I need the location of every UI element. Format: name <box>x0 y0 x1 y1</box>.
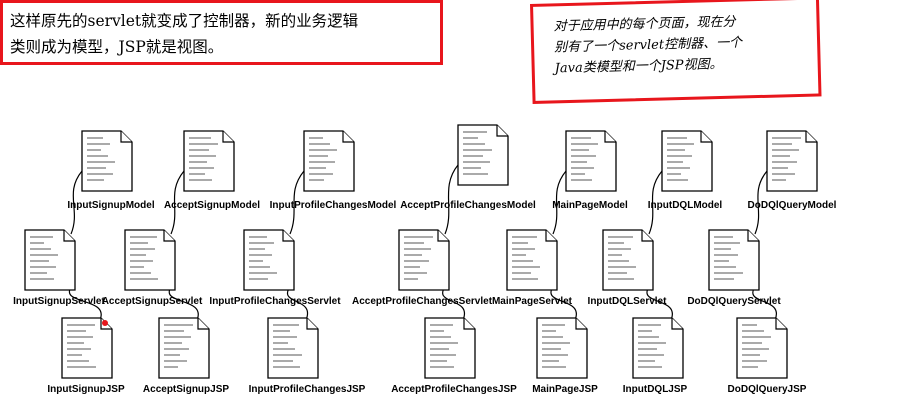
servlet-label: AcceptSignupServlet <box>102 296 203 307</box>
red-marker-dot <box>102 320 108 326</box>
servlet-label: DoDQlQueryServlet <box>687 296 781 307</box>
model-doc <box>565 130 617 192</box>
model-label: MainPageModel <box>552 200 628 211</box>
servlet-model-connector <box>552 170 567 235</box>
jsp-label: InputSignupJSP <box>47 384 125 395</box>
jsp-doc <box>61 317 113 379</box>
jsp-doc <box>267 317 319 379</box>
servlet-label: MainPageServlet <box>492 296 573 307</box>
jsp-doc <box>632 317 684 379</box>
jsp-doc <box>536 317 588 379</box>
servlet-model-connector <box>444 164 459 235</box>
servlet-model-connector <box>170 170 185 235</box>
servlet-label: InputSignupServlet <box>13 296 105 307</box>
servlet-doc <box>602 229 654 291</box>
model-doc <box>661 130 713 192</box>
servlet-doc <box>124 229 176 291</box>
servlet-label: InputProfileChangesServlet <box>209 296 341 307</box>
servlet-doc <box>24 229 76 291</box>
servlet-label: InputDQLServlet <box>588 296 668 307</box>
servlet-doc <box>506 229 558 291</box>
model-label: AcceptSignupModel <box>164 200 260 211</box>
servlet-label: AcceptProfileChangesServlet <box>352 296 493 307</box>
jsp-label: InputDQLJSP <box>623 384 688 395</box>
servlet-doc <box>243 229 295 291</box>
model-doc <box>457 124 509 186</box>
jsp-label: AcceptProfileChangesJSP <box>391 384 517 395</box>
jsp-label: MainPageJSP <box>532 384 598 395</box>
servlet-model-connector <box>754 170 768 235</box>
jsp-label: DoDQlQueryJSP <box>728 384 807 395</box>
jsp-doc <box>158 317 210 379</box>
servlet-model-connector <box>70 170 83 235</box>
jsp-label: InputProfileChangesJSP <box>249 384 366 395</box>
model-doc <box>303 130 355 192</box>
jsp-doc <box>424 317 476 379</box>
servlet-model-connector <box>289 170 305 235</box>
model-label: AcceptProfileChangesModel <box>400 200 536 211</box>
jsp-label: AcceptSignupJSP <box>143 384 229 395</box>
jsp-doc <box>736 317 788 379</box>
model-doc <box>81 130 133 192</box>
servlet-model-connector <box>648 170 663 235</box>
model-label: InputProfileChangesModel <box>270 200 397 211</box>
model-label: InputSignupModel <box>67 200 154 211</box>
model-label: DoDQlQueryModel <box>748 200 837 211</box>
model-label: InputDQLModel <box>648 200 723 211</box>
servlet-doc <box>708 229 760 291</box>
model-doc <box>183 130 235 192</box>
servlet-doc <box>398 229 450 291</box>
note-left: 这样原先的servlet就变成了控制器，新的业务逻辑 类则成为模型，JSP就是视… <box>0 0 443 65</box>
model-doc <box>766 130 818 192</box>
